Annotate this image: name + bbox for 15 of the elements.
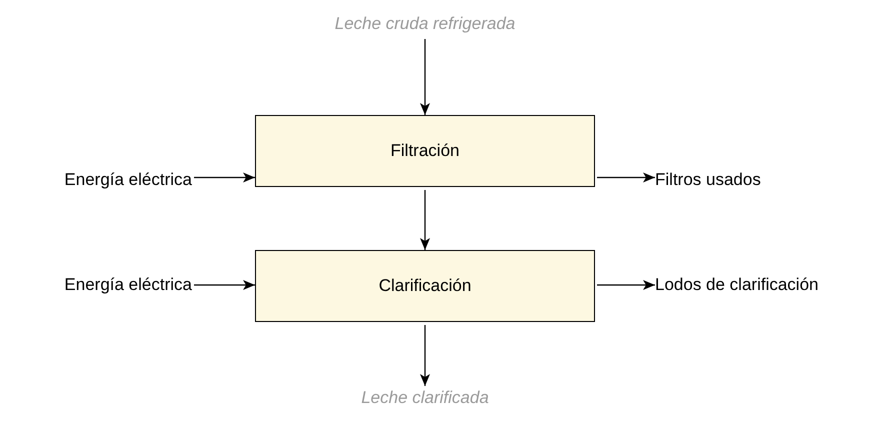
flow-label: Energía eléctrica xyxy=(64,168,192,192)
flow-label: Leche cruda refrigerada xyxy=(325,12,525,36)
flow-label: Leche clarificada xyxy=(325,386,525,410)
arrow xyxy=(420,39,430,115)
flow-label: Lodos de clarificación xyxy=(655,273,818,297)
arrow xyxy=(420,190,430,250)
flow-label: Filtros usados xyxy=(655,168,761,192)
arrow xyxy=(597,172,655,182)
arrow xyxy=(597,280,655,290)
flow-label: Energía eléctrica xyxy=(64,273,192,297)
process-box: Filtración xyxy=(255,115,595,187)
process-box: Clarificación xyxy=(255,250,595,322)
arrow xyxy=(194,280,255,290)
arrow xyxy=(194,172,255,182)
arrow xyxy=(420,325,430,386)
